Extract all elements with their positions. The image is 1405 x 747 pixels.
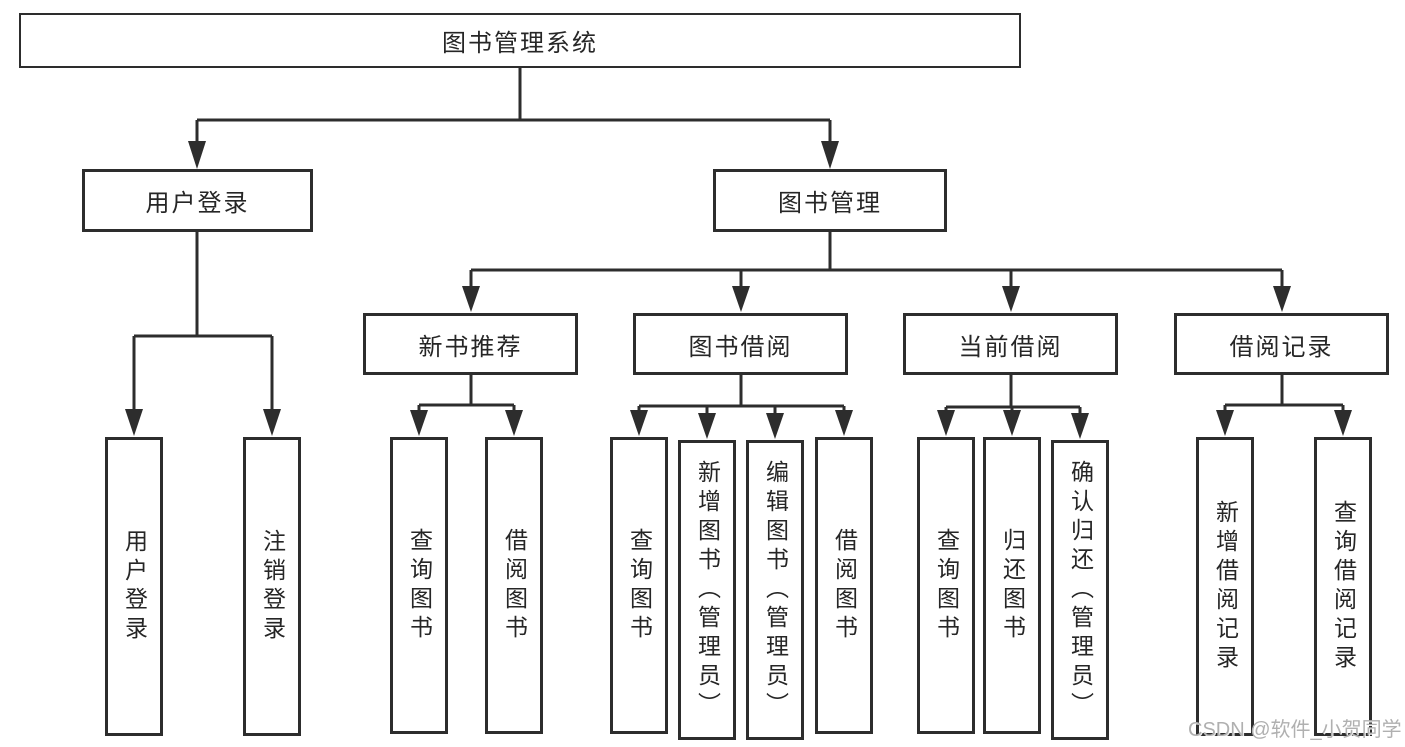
leaf-cb-return-books-label: 归还图书 [999,527,1026,644]
leaf-cb-return-books: 归还图书 [983,437,1041,734]
leaf-bb-edit-books-admin-label: 编辑图书（管理员） [762,459,789,721]
leaf-user-login-label: 用户登录 [121,528,148,645]
leaf-user-login: 用户登录 [105,437,163,736]
leaf-bb-add-books-admin-label: 新增图书（管理员） [694,459,721,721]
leaf-cb-query-books-label: 查询图书 [933,527,960,644]
leaf-cb-query-books: 查询图书 [917,437,975,734]
node-new-book-recommend: 新书推荐 [363,313,578,375]
leaf-cb-confirm-return-admin: 确认归还（管理员） [1051,440,1109,740]
node-book-mgmt: 图书管理 [713,169,947,232]
leaf-logout: 注销登录 [243,437,301,736]
node-current-borrow: 当前借阅 [903,313,1118,375]
node-user-login: 用户登录 [82,169,313,232]
leaf-bb-borrow-books: 借阅图书 [815,437,873,734]
leaf-bb-edit-books-admin: 编辑图书（管理员） [746,440,804,740]
leaf-nbr-query-books: 查询图书 [390,437,448,734]
leaf-br-query-record-label: 查询借阅记录 [1330,499,1357,674]
arrowheads [125,141,1352,439]
leaf-nbr-borrow-books-label: 借阅图书 [501,527,528,644]
leaf-bb-query-books: 查询图书 [610,437,668,734]
leaf-br-add-record: 新增借阅记录 [1196,437,1254,736]
leaf-logout-label: 注销登录 [259,528,286,645]
leaf-br-query-record: 查询借阅记录 [1314,437,1372,736]
leaf-cb-confirm-return-admin-label: 确认归还（管理员） [1067,459,1094,721]
leaf-nbr-query-books-label: 查询图书 [406,527,433,644]
node-borrow-records: 借阅记录 [1174,313,1389,375]
leaf-br-add-record-label: 新增借阅记录 [1212,499,1239,674]
leaf-bb-query-books-label: 查询图书 [626,527,653,644]
leaf-bb-add-books-admin: 新增图书（管理员） [678,440,736,740]
leaf-bb-borrow-books-label: 借阅图书 [831,527,858,644]
node-book-borrow: 图书借阅 [633,313,848,375]
leaf-nbr-borrow-books: 借阅图书 [485,437,543,734]
node-root: 图书管理系统 [19,13,1021,68]
csdn-watermark: CSDN @软件_小贺同学 [1188,719,1402,741]
